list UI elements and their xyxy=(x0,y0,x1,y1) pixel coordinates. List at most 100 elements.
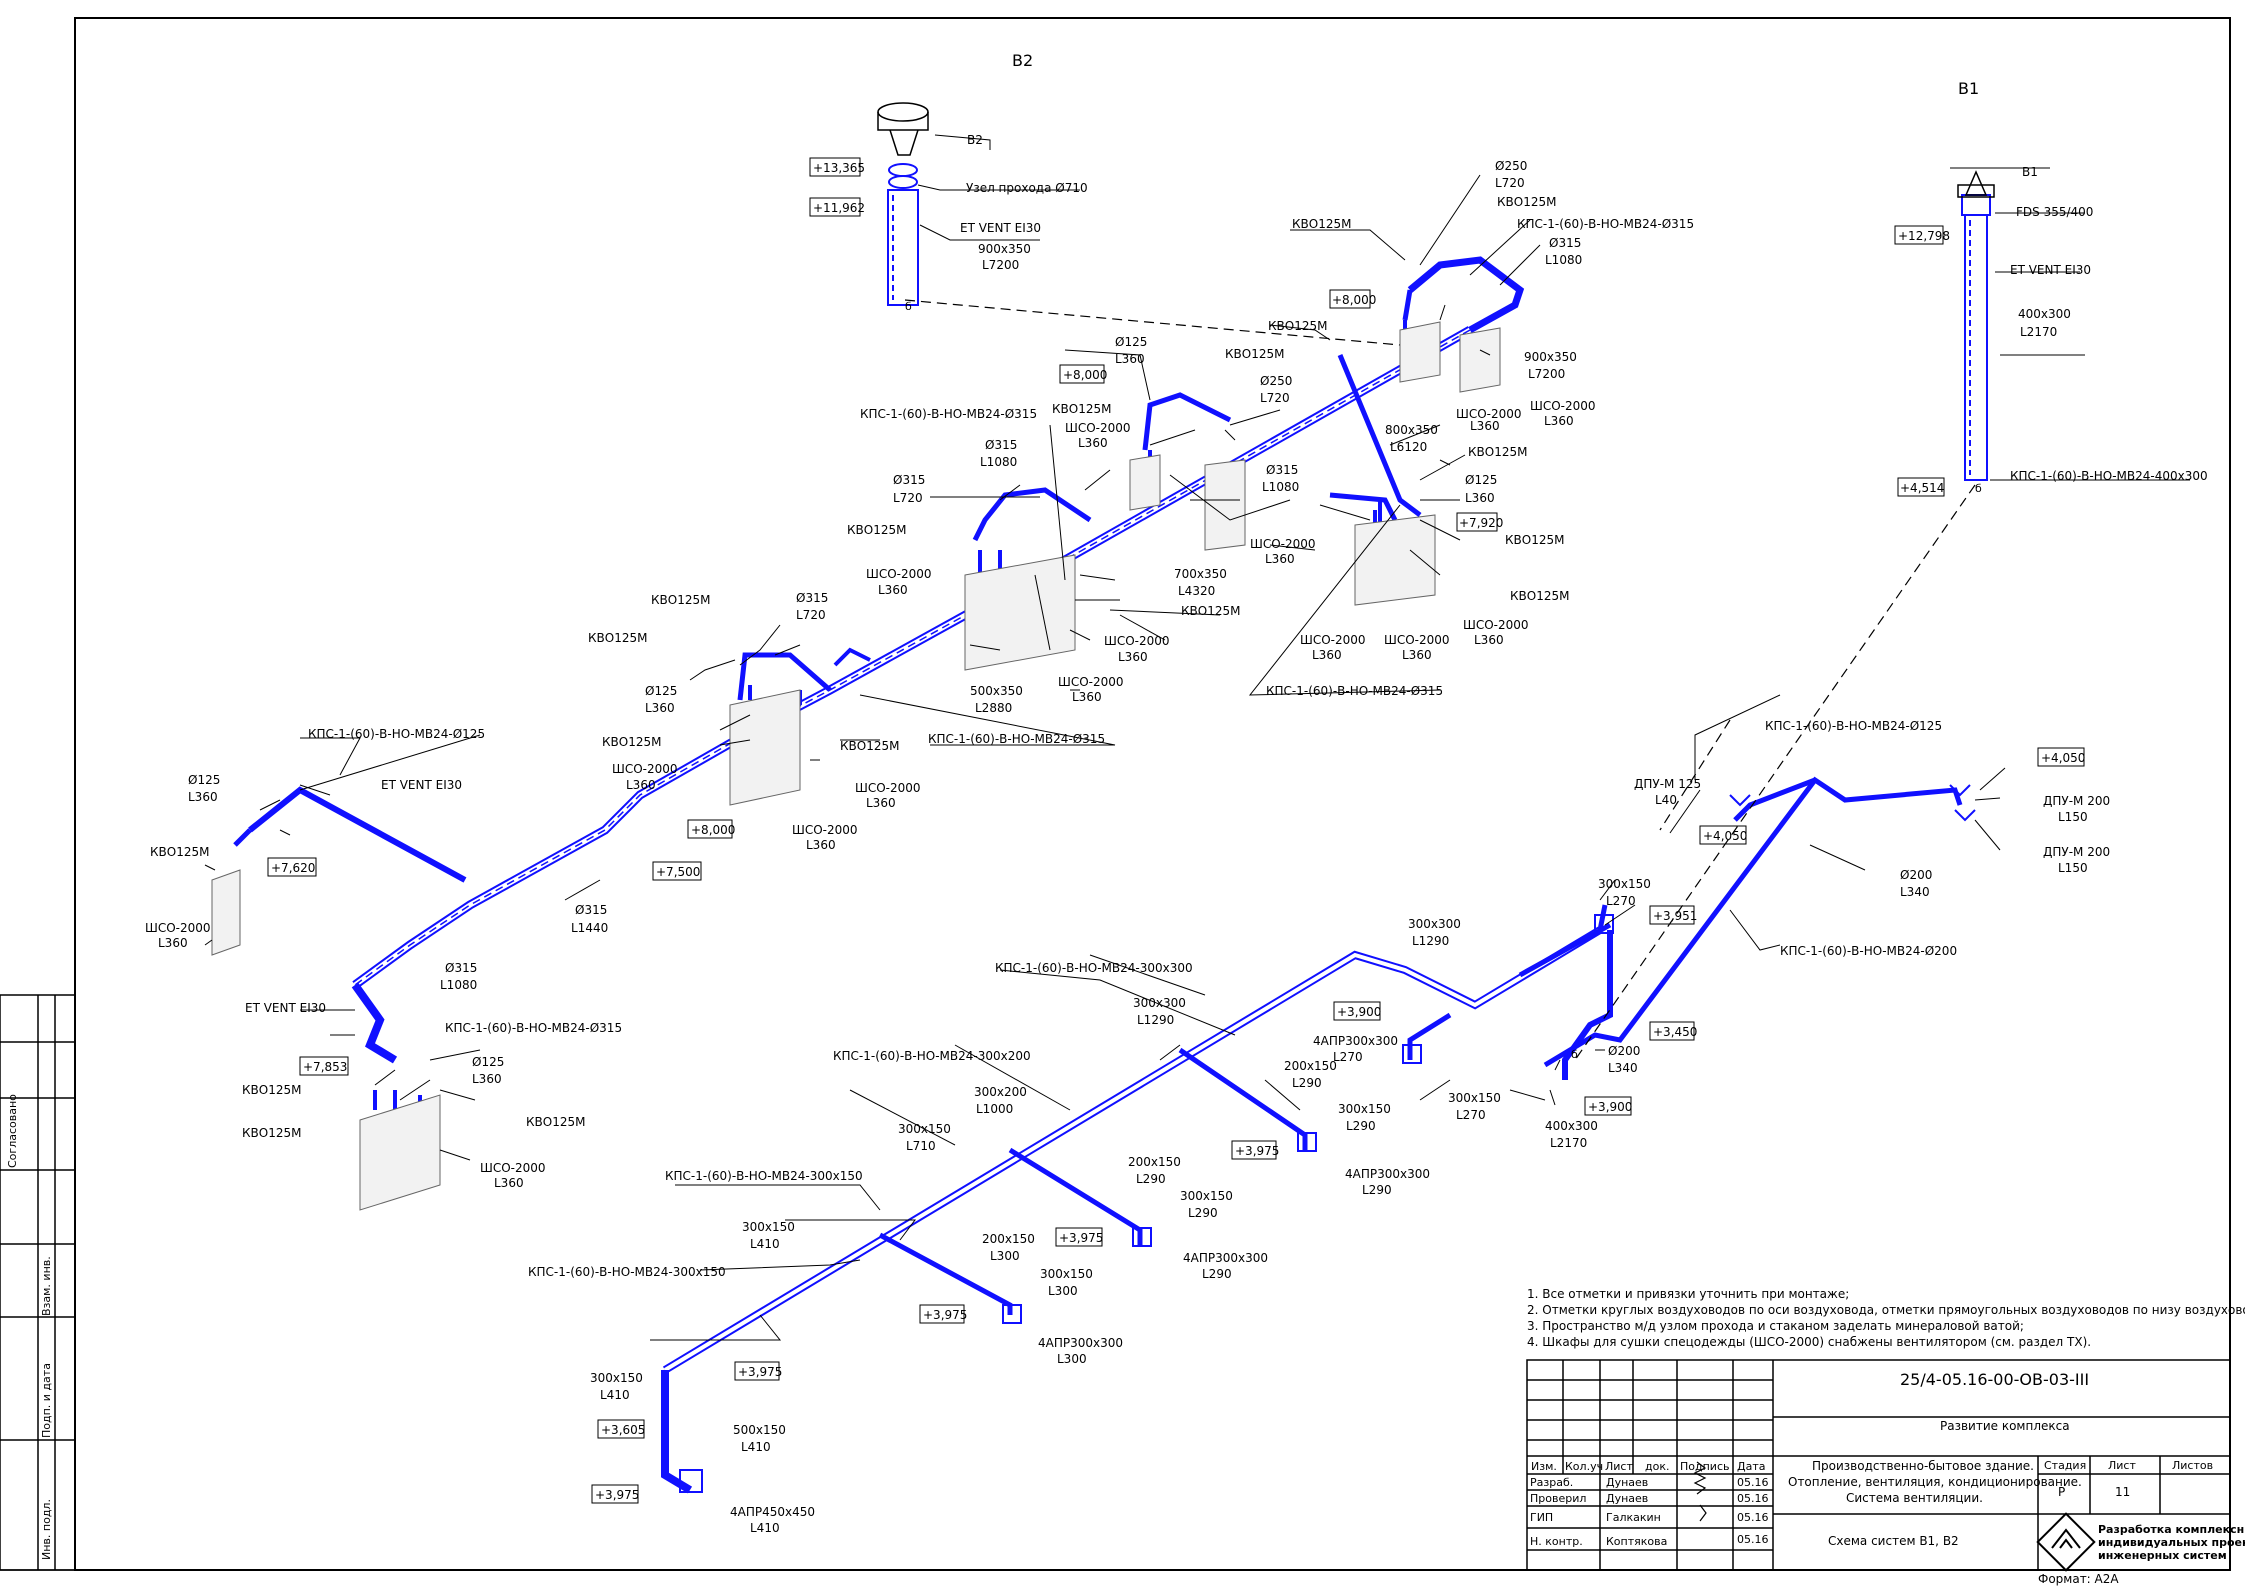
label-kps315: КПС-1-(60)-В-НО-МВ24-Ø315 xyxy=(445,1021,622,1035)
elev-b1-top: +12,798 xyxy=(1898,229,1950,243)
leader-lines xyxy=(204,134,2190,1341)
label-l1000: L1000 xyxy=(976,1102,1013,1116)
sheet-value: 11 xyxy=(2115,1485,2130,1499)
drawing-frame xyxy=(74,17,2231,1571)
label-kps315: КПС-1-(60)-В-НО-МВ24-Ø315 xyxy=(1266,684,1443,698)
label-a400x300: 400x300 xyxy=(1545,1119,1598,1133)
label-a900x350: 900x350 xyxy=(1524,350,1577,364)
elev-box xyxy=(1897,477,1945,497)
label-l360: L360 xyxy=(626,778,656,792)
label-d200: Ø200 xyxy=(1900,868,1932,882)
b1-top-label: В1 xyxy=(2022,165,2038,179)
label-sho: ШСО-2000 xyxy=(792,823,858,837)
label-a300x300: 300x300 xyxy=(1133,996,1186,1010)
label-dpu200: ДПУ-М 200 xyxy=(2043,794,2110,808)
label-l1290: L1290 xyxy=(1412,934,1449,948)
col-header: Кол.уч xyxy=(1565,1460,1603,1473)
label-l360: L360 xyxy=(1115,352,1145,366)
label-l360: L360 xyxy=(1470,419,1500,433)
label-l6120: L6120 xyxy=(1390,440,1427,454)
format-label: Формат: А2А xyxy=(2038,1572,2119,1586)
label-l360: L360 xyxy=(1465,491,1495,505)
stack-heads xyxy=(877,102,1995,198)
elev-box xyxy=(1649,1021,1695,1041)
elev-box xyxy=(1699,825,1747,845)
elev-8000: +8,000 xyxy=(691,823,735,837)
label-l720: L720 xyxy=(1260,391,1290,405)
label-kvo: КВО125М xyxy=(588,631,647,645)
label-l300: L300 xyxy=(1048,1284,1078,1298)
shaft-b1 xyxy=(1961,194,1991,481)
label-kps300x300: КПС-1-(60)-В-НО-МВ24-300х300 xyxy=(995,961,1193,975)
elev-box xyxy=(919,1304,965,1324)
label-apr450: 4АПР450х450 xyxy=(730,1505,815,1519)
cabinets xyxy=(211,321,1501,1211)
b1-len-label: L2170 xyxy=(2020,325,2057,339)
label-kps300x200: КПС-1-(60)-В-НО-МВ24-300х200 xyxy=(833,1049,1031,1063)
elev-3951: +3,951 xyxy=(1653,909,1697,923)
label-etvent: ET VENT EI30 xyxy=(381,778,462,792)
label-l1440: L1440 xyxy=(571,921,608,935)
col-header: док. xyxy=(1645,1460,1669,1473)
label-l1080: L1080 xyxy=(1545,253,1582,267)
stage-label: Стадия xyxy=(2044,1459,2086,1472)
elev-b2-mid: +11,962 xyxy=(813,201,865,215)
col-header: Подпись xyxy=(1680,1460,1729,1473)
elev-box xyxy=(652,861,702,881)
label-a200x150: 200x150 xyxy=(1128,1155,1181,1169)
label-d125: Ø125 xyxy=(1115,335,1147,349)
elev-box xyxy=(1894,225,1944,245)
note-4: 4. Шкафы для сушки спецодежды (ШСО-2000)… xyxy=(1527,1335,2091,1349)
sheets-label: Листов xyxy=(2172,1459,2213,1472)
elev-8000: +8,000 xyxy=(1332,293,1376,307)
elev-3900: +3,900 xyxy=(1588,1100,1632,1114)
elev-4050: +4,050 xyxy=(1703,829,1747,843)
elev-b2-top: +13,365 xyxy=(813,161,865,175)
b1-fan-label: FDS 355/400 xyxy=(2016,205,2093,219)
label-point: б xyxy=(1571,1048,1578,1061)
object-line-3: Система вентиляции. xyxy=(1846,1491,1983,1505)
duct-network-b1 xyxy=(661,776,1963,1494)
elev-3605: +3,605 xyxy=(601,1423,645,1437)
label-d315: Ø315 xyxy=(893,473,925,487)
label-etvent: ET VENT EI30 xyxy=(245,1001,326,1015)
label-kvo: КВО125М xyxy=(847,523,906,537)
label-l410: L410 xyxy=(741,1440,771,1454)
side-stamp-agreed: Согласовано xyxy=(6,1094,19,1168)
label-sho: ШСО-2000 xyxy=(1065,421,1131,435)
company-logo xyxy=(2036,1512,2096,1572)
label-l270: L270 xyxy=(1456,1108,1486,1122)
label-l360: L360 xyxy=(1078,436,1108,450)
label-l1080: L1080 xyxy=(1262,480,1299,494)
label-d125: Ø125 xyxy=(188,773,220,787)
label-kvo: КВО125М xyxy=(651,593,710,607)
system-label-b1: В1 xyxy=(1958,79,1979,98)
label-sho: ШСО-2000 xyxy=(855,781,921,795)
elev-7620: +7,620 xyxy=(271,861,315,875)
row-role: ГИП xyxy=(1530,1511,1553,1524)
shaft-b2 xyxy=(887,163,919,306)
label-sho: ШСО-2000 xyxy=(1384,633,1450,647)
elev-box xyxy=(1059,364,1105,384)
label-kps315: КПС-1-(60)-В-НО-МВ24-Ø315 xyxy=(1517,217,1694,231)
label-l1080: L1080 xyxy=(980,455,1017,469)
label-l360: L360 xyxy=(1312,648,1342,662)
label-l290: L290 xyxy=(1346,1119,1376,1133)
elev-box xyxy=(734,1361,780,1381)
label-l150: L150 xyxy=(2058,810,2088,824)
object-line-2: Отопление, вентиляция, кондиционирование… xyxy=(1788,1475,2082,1489)
label-a300x150: 300x150 xyxy=(1180,1189,1233,1203)
label-kvo: КВО125М xyxy=(1268,319,1327,333)
label-kps125: КПС-1-(60)-В-НО-МВ24-Ø125 xyxy=(1765,719,1942,733)
label-l360: L360 xyxy=(188,790,218,804)
label-l360: L360 xyxy=(1072,690,1102,704)
col-header: Дата xyxy=(1737,1460,1765,1473)
notes: 1. Все отметки и привязки уточнить при м… xyxy=(1527,1287,2245,1349)
label-kps125: КПС-1-(60)-В-НО-МВ24-Ø125 xyxy=(308,727,485,741)
label-dpu125: ДПУ-М 125 xyxy=(1634,777,1701,791)
label-a800x350: 800x350 xyxy=(1385,423,1438,437)
label-sho: ШСО-2000 xyxy=(1250,537,1316,551)
label-a300x150: 300x150 xyxy=(1598,877,1651,891)
elev-3975: +3,975 xyxy=(738,1365,782,1379)
row-date: 05.16 xyxy=(1737,1476,1769,1489)
